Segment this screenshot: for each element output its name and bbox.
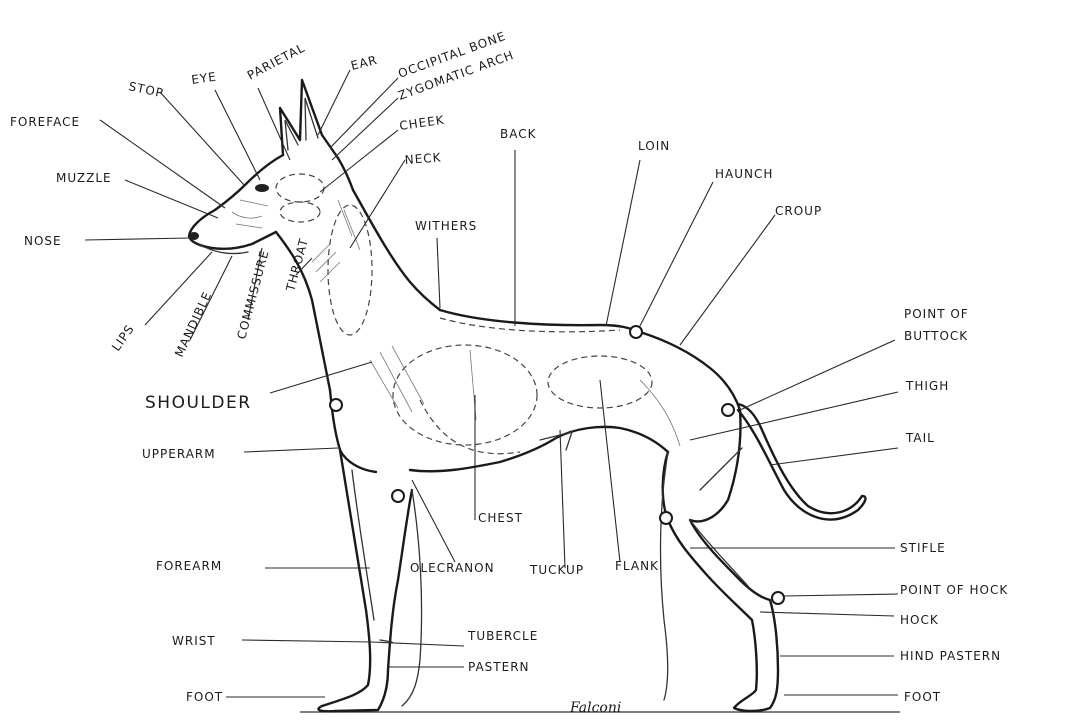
label-thigh: THIGH xyxy=(905,379,949,393)
label-wrist: WRIST xyxy=(172,634,216,648)
label-ear: EAR xyxy=(349,53,379,73)
label-olecranon: OLECRANON xyxy=(410,561,495,575)
artist-signature: Falconi xyxy=(569,700,621,716)
label-tubercle: TUBERCLE xyxy=(467,629,538,643)
neck-drawing xyxy=(353,190,440,310)
haunch-joint xyxy=(630,326,642,338)
label-neck: NECK xyxy=(404,150,442,167)
label-muzzle: MUZZLE xyxy=(56,171,112,185)
label-pastern: PASTERN xyxy=(468,660,530,674)
dog-illustration xyxy=(189,80,900,712)
label-cheek: CHEEK xyxy=(398,113,445,133)
label-tuckup: TUCKUP xyxy=(529,563,584,577)
head-drawing xyxy=(189,155,353,249)
label-hind-pastern: HIND PASTERN xyxy=(900,649,1001,663)
label-tail: TAIL xyxy=(905,431,935,445)
label-lips: LIPS xyxy=(109,322,137,354)
eye-drawing xyxy=(255,184,269,192)
label-nose: NOSE xyxy=(24,234,62,248)
hock-joint xyxy=(772,592,784,604)
label-withers: WITHERS xyxy=(415,219,477,233)
label-foot-front: FOOT xyxy=(186,690,223,704)
label-point-of-buttock-2: BUTTOCK xyxy=(904,329,968,343)
nose-drawing xyxy=(189,232,199,240)
label-parietal: PARIETAL xyxy=(245,41,308,83)
label-foot-rear: FOOT xyxy=(904,690,941,704)
label-loin: LOIN xyxy=(638,139,670,153)
label-point-of-buttock-1: POINT OF xyxy=(904,307,969,321)
hind-leg-drawing xyxy=(663,410,778,711)
label-foreface: FOREFACE xyxy=(10,115,80,129)
label-back: BACK xyxy=(500,127,537,141)
label-commissure: COMMISSURE xyxy=(234,248,271,341)
label-stifle: STIFLE xyxy=(900,541,946,555)
label-shoulder: SHOULDER xyxy=(145,393,252,413)
label-chest: CHEST xyxy=(478,511,523,525)
stifle-joint xyxy=(660,512,672,524)
tail-drawing xyxy=(738,404,865,519)
label-upperarm: UPPERARM xyxy=(142,447,216,461)
label-stop: STOP xyxy=(127,79,165,100)
label-forearm: FOREARM xyxy=(156,559,222,573)
labels: FOREFACE STOP EYE PARIETAL EAR OCCIPITAL… xyxy=(10,29,1008,716)
label-hock: HOCK xyxy=(900,613,939,627)
ear-drawing xyxy=(280,80,338,158)
label-croup: CROUP xyxy=(775,204,822,218)
label-point-of-hock: POINT OF HOCK xyxy=(900,583,1008,597)
label-flank: FLANK xyxy=(615,559,659,573)
shoulder-joint xyxy=(330,399,342,411)
belly-drawing xyxy=(410,427,668,471)
label-haunch: HAUNCH xyxy=(715,167,773,181)
elbow-joint xyxy=(392,490,404,502)
buttock-joint xyxy=(722,404,734,416)
label-eye: EYE xyxy=(190,70,217,87)
label-mandible: MANDIBLE xyxy=(172,289,215,359)
